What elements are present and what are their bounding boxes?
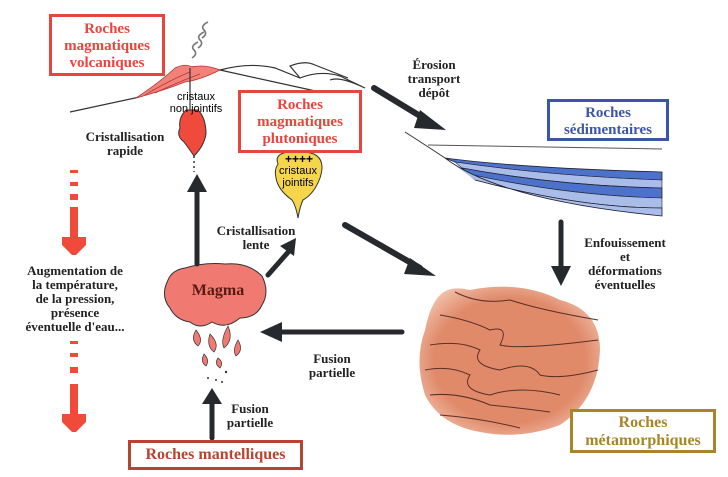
magma-blob: [164, 263, 267, 383]
magma-chamber-volcanic: [178, 109, 207, 157]
arrow-cristallisation-lente-icon: [265, 238, 296, 278]
metamorphic-rock: [419, 286, 600, 435]
arrow-erosion-icon: [371, 85, 446, 130]
dashed-arrow-top-icon: [62, 170, 86, 255]
box-roches-plutoniques: Roches magmatiques plutoniques: [238, 90, 362, 153]
label-cristallisation-rapide: Cristallisation rapide: [85, 129, 165, 158]
volcano-landscape: [69, 21, 366, 113]
smoke-icon: [191, 21, 209, 59]
annotation-plus-signs: ++++: [284, 152, 314, 166]
annotation-cristaux-non-jointifs: cristaux non jointifs: [169, 91, 223, 115]
label-fusion-partielle-bottom: Fusion partielle: [226, 401, 274, 430]
box-roches-mantelliques: Roches mantelliques: [128, 440, 303, 470]
arrow-fusion-partielle-up-icon: [202, 388, 222, 441]
box-roches-sedimentaires: Roches sédimentaires: [547, 99, 669, 141]
dashed-arrow-bottom-icon: [62, 341, 86, 432]
annotation-cristaux-jointifs: cristaux jointifs: [279, 165, 317, 189]
label-magma: Magma: [191, 282, 245, 299]
label-augmentation: Augmentation de la température, de la pr…: [25, 263, 125, 334]
label-enfouissement: Enfouissement et déformations éventuelle…: [584, 235, 666, 292]
box-roches-volcaniques: Roches magmatiques volcaniques: [49, 14, 165, 76]
volcano-cone: [135, 64, 221, 99]
label-fusion-partielle-right: Fusion partielle: [308, 351, 356, 380]
label-erosion-transport-depot: Érosion transport dépôt: [407, 57, 461, 100]
label-cristallisation-lente: Cristallisation lente: [216, 223, 296, 252]
arrow-enfouissement-icon: [551, 219, 571, 286]
arrow-fusion-partielle-left-icon: [260, 322, 405, 342]
arrow-plutonic-to-metamorphic-icon: [342, 222, 436, 276]
sedimentary-layers: [404, 131, 663, 217]
arrow-up-cristallisation-rapide-icon: [187, 174, 207, 267]
box-roches-metamorphiques: Roches métamorphiques: [570, 409, 716, 453]
